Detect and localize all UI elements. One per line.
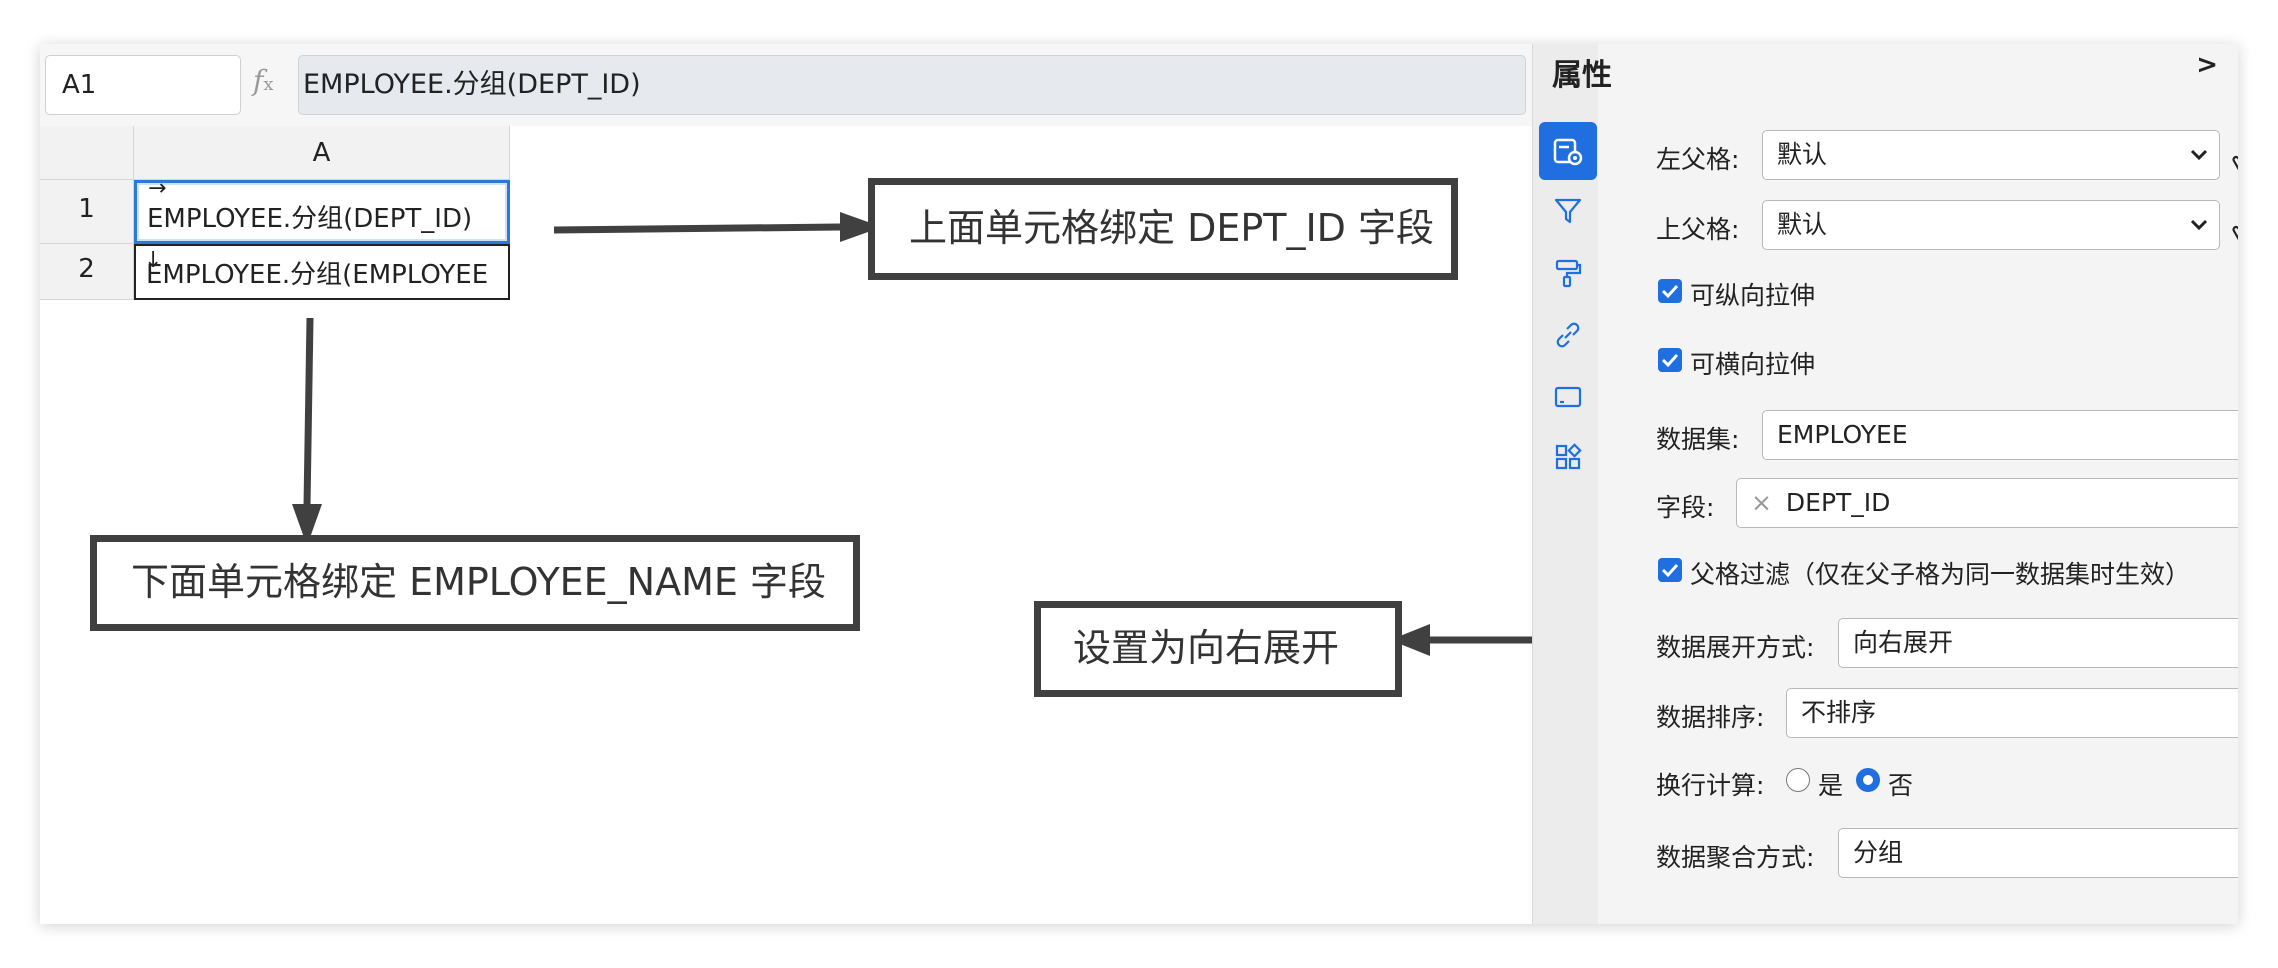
horizontal-stretch-checkbox[interactable] [1658,348,1682,372]
left-parent-label: 左父格: [1656,145,1740,174]
grid-corner[interactable] [40,126,134,180]
tab-format[interactable] [1539,244,1597,302]
top-cell-note-text: 上面单元格绑定 DEPT_ID 字段 [909,206,1435,250]
chevron-down-icon [2237,689,2238,720]
formula-input[interactable]: EMPLOYEE.分组(DEPT_ID) [298,55,1526,115]
expand-right-note-text: 设置为向右展开 [1073,626,1340,670]
expand-right-icon: → [148,176,167,201]
wrap-no-radio[interactable] [1856,768,1880,792]
tab-cell-properties[interactable] [1539,122,1597,180]
dataset-value: EMPLOYEE [1777,420,1908,449]
wrap-calc-label: 换行计算: [1656,771,1765,800]
cell-a1[interactable]: EMPLOYEE.分组(DEPT_ID) [134,180,510,244]
bottom-cell-note: 下面单元格绑定 EMPLOYEE_NAME 字段 [90,535,860,631]
paint-roller-icon [1555,259,1582,288]
aggregate-label: 数据聚合方式: [1656,843,1815,872]
vertical-stretch-checkbox[interactable] [1658,279,1682,303]
column-header-a[interactable]: A [134,126,510,180]
caret-down-icon [2237,479,2238,510]
sort-value: 不排序 [1801,698,1877,727]
parent-filter-label: 父格过滤（仅在父子格为同一数据集时生效） [1690,560,2191,589]
sort-select[interactable]: 不排序 [1786,688,2238,738]
horizontal-stretch-label: 可横向拉伸 [1690,350,1816,379]
wrap-no-label: 否 [1888,771,1914,800]
row-header-2[interactable]: 2 [40,244,134,300]
bottom-cell-note-text: 下面单元格绑定 EMPLOYEE_NAME 字段 [131,560,826,604]
collapse-panel-button[interactable]: > [2196,50,2218,80]
field-select[interactable]: × DEPT_ID [1736,478,2238,528]
panel-title: 属性 [1552,58,1612,93]
checkmark-icon [1661,563,1679,578]
properties-panel: 属性 > 左父格: 默认 上父格: 默认 可纵向拉伸 可横向拉伸 [1552,44,2238,924]
top-parent-label: 上父格: [1656,215,1740,244]
field-remove-icon[interactable]: × [1751,488,1772,517]
left-parent-select[interactable]: 默认 [1762,130,2220,180]
property-tabs [1532,44,1598,924]
expand-direction-label: 数据展开方式: [1656,633,1815,662]
chevron-down-icon [2189,131,2209,162]
sort-label: 数据排序: [1656,703,1765,732]
row-header-1[interactable]: 1 [40,180,134,244]
dataset-select[interactable]: EMPLOYEE [1762,410,2238,460]
vertical-stretch-label: 可纵向拉伸 [1690,281,1816,310]
chevron-down-icon [2237,829,2238,860]
report-designer-window: A1 fx EMPLOYEE.分组(DEPT_ID) A 1 2 EMPLOYE… [40,44,2238,924]
field-label: 字段: [1656,493,1715,522]
parent-filter-checkbox[interactable] [1658,558,1682,582]
tab-filter[interactable] [1539,182,1597,240]
cell-settings-icon [1553,138,1583,166]
chevron-down-icon [2189,201,2209,232]
chevron-down-icon [2237,619,2238,650]
field-value: DEPT_ID [1785,488,1891,517]
tab-hyperlink[interactable] [1539,306,1597,364]
widgets-icon [1555,443,1582,470]
checkmark-icon [1661,284,1679,299]
expand-down-icon: ↓ [144,248,163,273]
tab-widgets[interactable] [1539,428,1597,486]
cell-name-box[interactable]: A1 [45,55,241,115]
left-parent-value: 默认 [1777,140,1828,169]
pick-hand-icon[interactable] [2230,210,2238,244]
expand-direction-select[interactable]: 向右展开 [1838,618,2238,668]
display-icon [1554,386,1582,408]
wrap-yes-radio[interactable] [1786,768,1810,792]
checkmark-icon [1661,353,1679,368]
fx-icon: fx [253,64,274,97]
tab-display[interactable] [1539,368,1597,426]
aggregate-select[interactable]: 分组 [1838,828,2238,878]
dataset-label: 数据集: [1656,425,1740,454]
filter-icon [1554,198,1582,224]
top-parent-select[interactable]: 默认 [1762,200,2220,250]
pick-hand-icon[interactable] [2230,140,2238,174]
top-parent-value: 默认 [1777,210,1828,239]
formula-bar: A1 fx EMPLOYEE.分组(DEPT_ID) [40,44,1532,126]
wrap-yes-label: 是 [1818,771,1844,800]
expand-direction-value: 向右展开 [1853,628,1954,657]
top-cell-note: 上面单元格绑定 DEPT_ID 字段 [868,178,1458,280]
link-icon [1556,322,1580,348]
aggregate-value: 分组 [1853,838,1904,867]
cell-a2[interactable]: EMPLOYEE.分组(EMPLOYEE [134,244,510,300]
expand-right-note: 设置为向右展开 [1034,601,1402,697]
